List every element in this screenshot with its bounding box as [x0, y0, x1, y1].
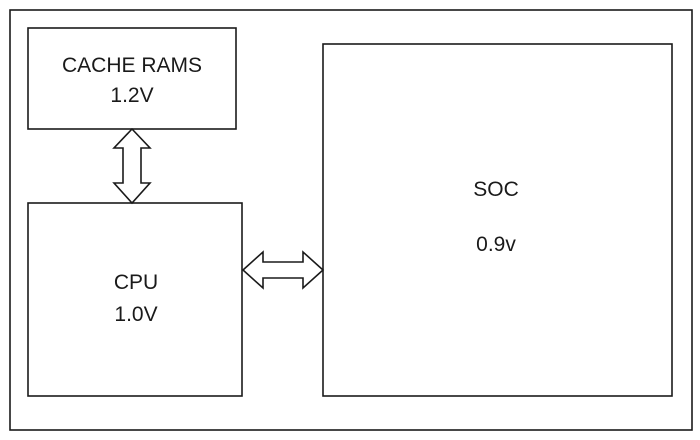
cache-rams-box [27, 27, 237, 130]
cpu-voltage: 1.0V [114, 303, 157, 326]
cache-cpu-bidirectional-arrow [112, 127, 152, 205]
soc-name: SOC [473, 178, 519, 201]
cpu-name: CPU [114, 271, 158, 294]
cache-rams-block: CACHE RAMS 1.2V [27, 27, 237, 130]
cache-rams-name: CACHE RAMS [62, 54, 202, 77]
soc-voltage: 0.9v [476, 233, 516, 256]
cpu-block: CPU 1.0V [27, 202, 243, 397]
soc-block: SOC 0.9v [322, 43, 673, 397]
cpu-soc-bidirectional-arrow [241, 250, 325, 290]
soc-box [322, 43, 673, 397]
cache-rams-voltage: 1.2V [110, 84, 153, 107]
cpu-box [27, 202, 243, 397]
